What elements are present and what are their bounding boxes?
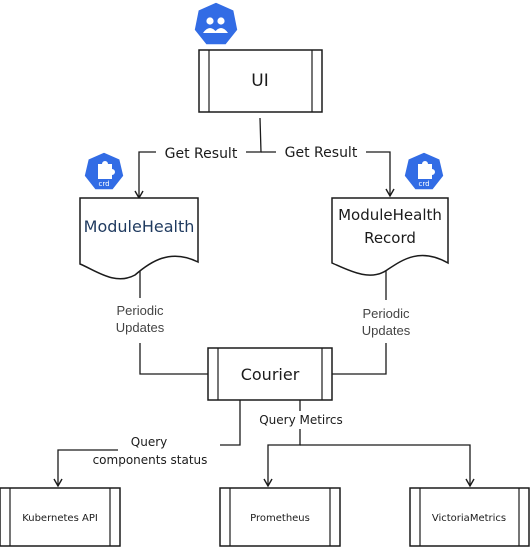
ui-box: UI [198, 49, 323, 113]
puzzle-icon: crd [83, 151, 125, 191]
courier-label: Courier [241, 365, 300, 384]
edge-label-get-result-left: Get Result [165, 146, 238, 162]
courier-box: Courier [207, 347, 333, 401]
edge-label-periodic-right-1: Periodic [363, 306, 410, 321]
edge-courier-to-kubernetes [53, 400, 241, 488]
edge-label-periodic-left-2: Updates [116, 320, 165, 335]
modulehealth-record-document: ModuleHealth Record [331, 197, 449, 276]
kubernetes-api-box: Kubernetes API [0, 487, 121, 547]
modulehealth-record-label-2: Record [364, 229, 416, 247]
modulehealth-record-label-1: ModuleHealth [338, 206, 442, 224]
crd-badge-left: crd [98, 180, 109, 188]
edge-label-get-result-right: Get Result [285, 145, 358, 161]
edge-label-periodic-left-1: Periodic [117, 303, 164, 318]
prometheus-label: Prometheus [250, 513, 310, 524]
modulehealth-label: ModuleHealth [84, 217, 195, 236]
ui-label: UI [251, 71, 268, 91]
edge-label-query-2: components status [93, 453, 208, 467]
victoriametrics-label: VictoriaMetrics [432, 513, 506, 524]
crd-badge-right: crd [418, 180, 429, 188]
kubernetes-api-label: Kubernetes API [22, 513, 98, 524]
modulehealth-document: ModuleHealth [79, 197, 199, 280]
prometheus-box: Prometheus [219, 487, 341, 547]
edge-label-query-metrics: Query Metircs [259, 413, 343, 427]
victoriametrics-box: VictoriaMetrics [409, 487, 530, 547]
users-icon [193, 1, 239, 46]
edge-label-periodic-right-2: Updates [362, 323, 411, 338]
edge-label-query-1: Query [131, 435, 167, 449]
puzzle-icon: crd [403, 151, 445, 191]
